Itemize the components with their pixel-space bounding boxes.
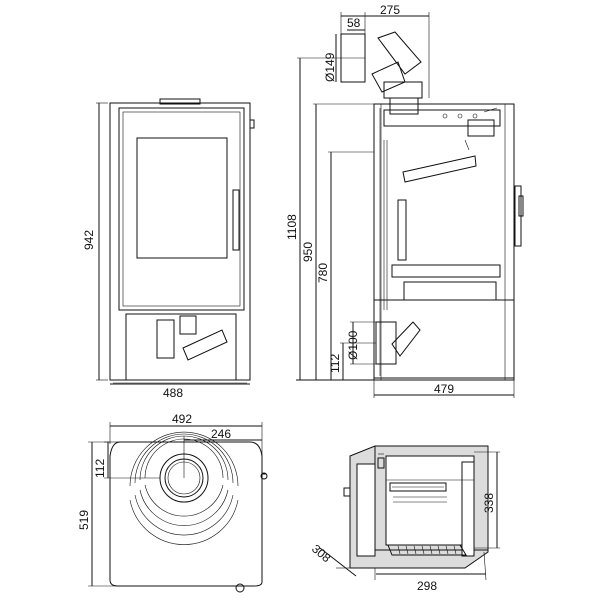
height-950-label: 950	[301, 242, 315, 262]
stove-front-outline	[109, 102, 251, 381]
firebox-grate	[387, 544, 467, 556]
flue-elbow-top	[377, 31, 422, 75]
flue-outlet	[389, 97, 419, 115]
air-inlet-diameter-label: Ø100	[346, 330, 360, 360]
top-foot	[235, 583, 245, 593]
flue-offset-label: 58	[347, 16, 361, 30]
side-top-cavity	[383, 109, 501, 127]
side-depth-label: 479	[434, 382, 454, 396]
firebox-baffle	[389, 482, 447, 492]
ash-pan	[403, 281, 497, 301]
flue-center-label: 275	[380, 3, 400, 17]
firebox-left-wall	[356, 463, 376, 557]
air-inlet-duct	[391, 321, 421, 357]
stove-door-inner	[122, 111, 241, 307]
top-depth-label: 519	[77, 510, 91, 530]
front-view: 942 488	[82, 98, 255, 400]
top-view: 492 246 112 519	[77, 412, 268, 593]
firebox-width-label: 298	[417, 579, 437, 593]
top-width-label: 492	[172, 412, 192, 426]
flue-from-side-label: 246	[211, 427, 231, 441]
firebox-view: 338 298 308	[309, 445, 500, 593]
flue-elbow-mid	[371, 61, 406, 93]
front-height-label: 942	[82, 230, 96, 250]
flue-diameter-label: Ø149	[323, 52, 337, 82]
front-width-label: 488	[163, 386, 183, 400]
storage-log-1	[156, 319, 175, 359]
log-storage	[125, 313, 237, 381]
top-outline	[109, 441, 263, 587]
storage-log-3	[182, 329, 228, 361]
side-handle-grip	[518, 195, 524, 217]
total-height-label: 1108	[285, 214, 299, 240]
firebox-back-panel	[385, 455, 475, 546]
firebox-height-label: 338	[482, 493, 496, 513]
side-top-panel	[467, 119, 495, 137]
side-knob	[249, 119, 255, 129]
side-storage	[373, 299, 515, 379]
baffle-plate	[402, 155, 477, 183]
storage-log-2	[179, 315, 197, 335]
air-inlet-height-label: 112	[328, 354, 342, 373]
firebox-depth-label: 308	[309, 542, 334, 566]
stove-door-frame	[118, 107, 245, 311]
flue-elbow-bottom	[383, 81, 423, 99]
side-view: 58 275 Ø149 1108 950 780 Ø100 112 479	[285, 3, 524, 398]
stove-top-vent	[159, 98, 201, 105]
flue-from-front-label: 112	[93, 459, 107, 478]
height-780-label: 780	[316, 263, 330, 283]
firebox-right-wall	[461, 461, 475, 557]
door-handle	[232, 189, 240, 251]
stove-side-outline	[373, 103, 515, 381]
grate-tray	[391, 264, 501, 278]
side-firebox-wall	[397, 199, 407, 261]
stove-glass-window	[136, 137, 228, 259]
